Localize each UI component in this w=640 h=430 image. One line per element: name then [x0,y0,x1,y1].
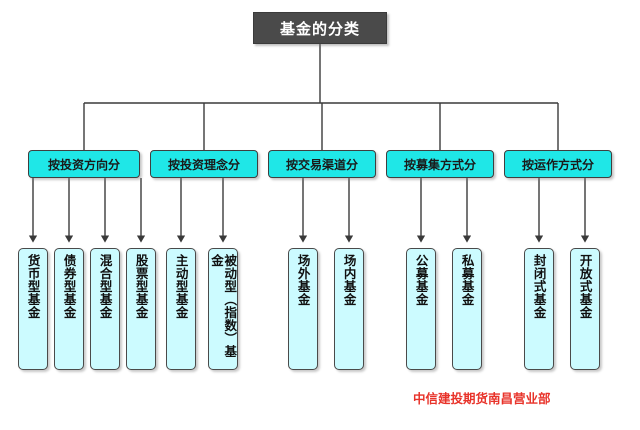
leaf-node-3-2[interactable]: 场内基金 [334,248,364,370]
category-node-1[interactable]: 按投资方向分 [28,150,140,178]
root-node-label: 基金的分类 [279,19,360,38]
leaf-node-label: 货币型基金 [25,254,41,319]
leaf-node-label: 股票型基金 [133,254,149,319]
leaf-node-label: 封闭式基金 [531,254,547,319]
leaf-node-1-3[interactable]: 混合型基金 [90,248,120,370]
leaf-node-label: 主动型基金 [173,254,189,319]
credit-text: 中信建投期货南昌营业部 [413,391,551,406]
category-node-3[interactable]: 按交易渠道分 [268,150,376,178]
leaf-node-label: 被动型（指数）基金 [209,254,238,358]
leaf-node-label: 私募基金 [459,254,475,306]
leaf-node-1-2[interactable]: 债券型基金 [54,248,84,370]
leaf-node-2-2[interactable]: 被动型（指数）基金 [208,248,238,370]
category-node-label: 按投资方向分 [47,157,120,172]
leaf-node-4-1[interactable]: 公募基金 [406,248,436,370]
category-node-label: 按运作方式分 [521,157,594,172]
leaf-node-label: 公募基金 [413,254,429,306]
leaf-node-1-4[interactable]: 股票型基金 [126,248,156,370]
leaf-node-label: 混合型基金 [97,254,113,319]
leaf-node-label: 场内基金 [341,254,357,306]
leaf-node-label: 场外基金 [295,254,311,306]
leaf-node-label: 开放式基金 [577,254,593,319]
category-node-4[interactable]: 按募集方式分 [386,150,494,178]
leaf-node-2-1[interactable]: 主动型基金 [166,248,196,370]
category-node-label: 按投资理念分 [167,157,240,172]
leaf-node-3-1[interactable]: 场外基金 [288,248,318,370]
leaf-node-5-1[interactable]: 封闭式基金 [524,248,554,370]
leaf-node-label: 债券型基金 [61,254,77,319]
category-node-2[interactable]: 按投资理念分 [150,150,258,178]
leaf-node-1-1[interactable]: 货币型基金 [18,248,48,370]
leaf-node-5-2[interactable]: 开放式基金 [570,248,600,370]
category-node-label: 按交易渠道分 [285,157,358,172]
root-node[interactable]: 基金的分类 [253,12,387,44]
leaf-node-4-2[interactable]: 私募基金 [452,248,482,370]
category-node-label: 按募集方式分 [403,157,476,172]
category-node-5[interactable]: 按运作方式分 [504,150,612,178]
